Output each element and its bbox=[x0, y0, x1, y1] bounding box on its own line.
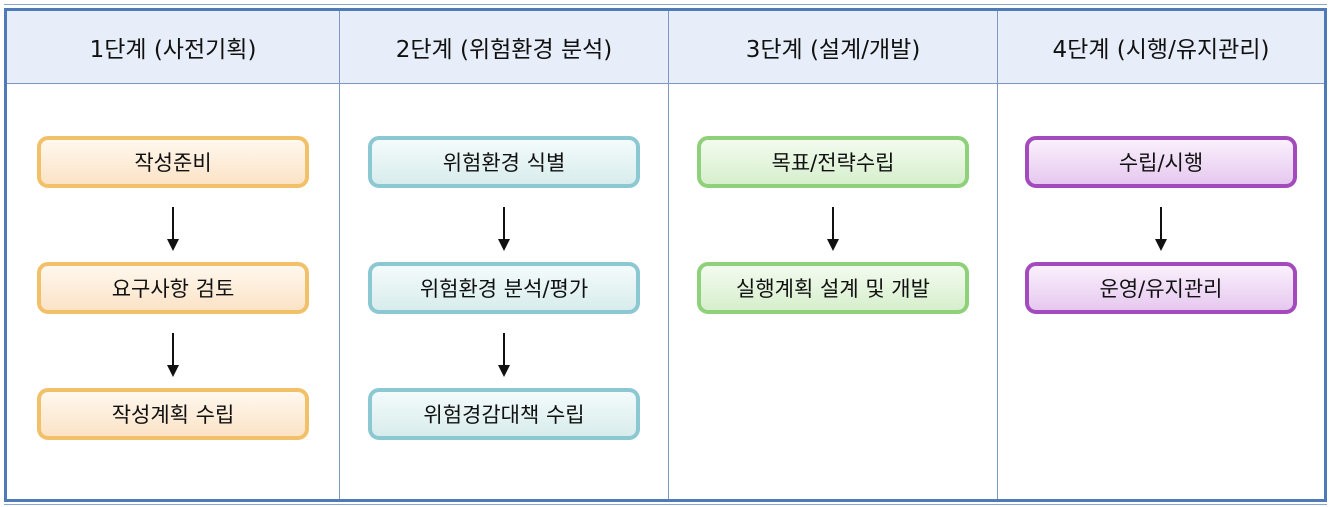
stage-1-step-2: 요구사항 검토 bbox=[37, 262, 309, 314]
frame-bottom-line bbox=[4, 504, 1327, 505]
stage-1-column: 1단계 (사전기획) 작성준비 요구사항 검토 작성계획 수립 bbox=[7, 11, 339, 499]
column-divider bbox=[997, 11, 998, 499]
stage-4-step-1: 수립/시행 bbox=[1025, 136, 1297, 188]
process-diagram: 1단계 (사전기획) 작성준비 요구사항 검토 작성계획 수립 2단계 (위험환… bbox=[4, 8, 1327, 502]
down-arrow-icon bbox=[167, 333, 179, 377]
down-arrow-icon bbox=[498, 333, 510, 377]
stage-2-step-3: 위험경감대책 수립 bbox=[368, 388, 640, 440]
stage-3-step-2: 실행계획 설계 및 개발 bbox=[697, 262, 969, 314]
column-divider bbox=[668, 11, 669, 499]
frame-top-line bbox=[4, 4, 1327, 5]
stage-3-step-1: 목표/전략수립 bbox=[697, 136, 969, 188]
stage-4-column: 4단계 (시행/유지관리) 수립/시행 운영/유지관리 bbox=[998, 11, 1324, 499]
column-divider bbox=[339, 11, 340, 499]
stage-2-column: 2단계 (위험환경 분석) 위험환경 식별 위험환경 분석/평가 위험경감대책 … bbox=[340, 11, 668, 499]
stage-4-title: 4단계 (시행/유지관리) bbox=[1052, 37, 1270, 63]
stage-3-column: 3단계 (설계/개발) 목표/전략수립 실행계획 설계 및 개발 bbox=[669, 11, 997, 499]
stage-3-title: 3단계 (설계/개발) bbox=[745, 37, 921, 63]
header-row bbox=[7, 11, 1324, 84]
stage-2-step-1: 위험환경 식별 bbox=[368, 136, 640, 188]
down-arrow-icon bbox=[498, 207, 510, 251]
stage-4-step-2: 운영/유지관리 bbox=[1025, 262, 1297, 314]
stage-1-title: 1단계 (사전기획) bbox=[89, 37, 257, 63]
stage-2-step-2: 위험환경 분석/평가 bbox=[368, 262, 640, 314]
down-arrow-icon bbox=[167, 207, 179, 251]
stage-1-step-1: 작성준비 bbox=[37, 136, 309, 188]
down-arrow-icon bbox=[1155, 207, 1167, 251]
down-arrow-icon bbox=[827, 207, 839, 251]
stage-1-step-3: 작성계획 수립 bbox=[37, 388, 309, 440]
stage-2-title: 2단계 (위험환경 분석) bbox=[395, 37, 613, 63]
